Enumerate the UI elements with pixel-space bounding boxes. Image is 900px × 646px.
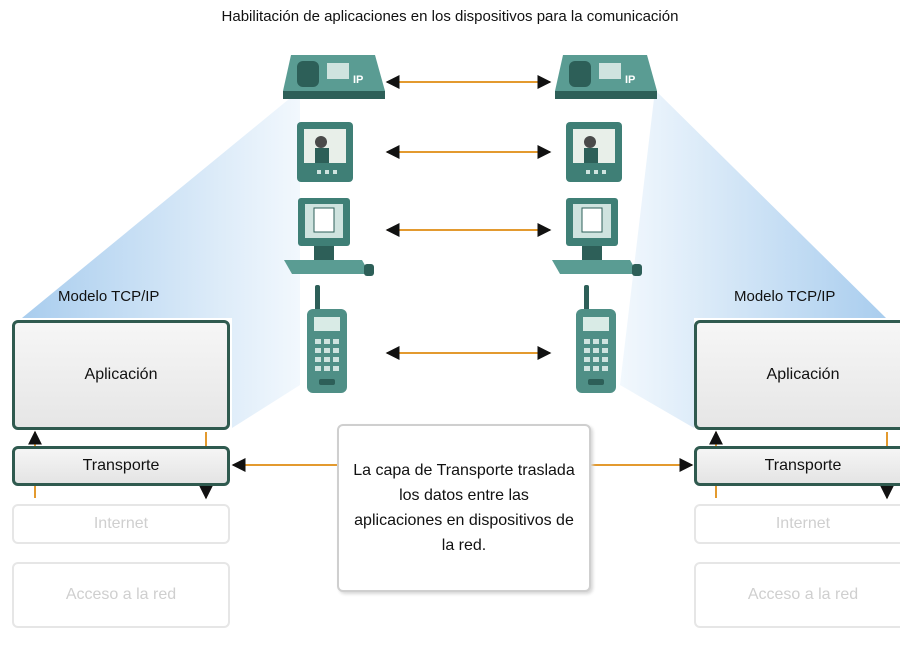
video-monitor-icon [297, 122, 353, 182]
mobile-phone-icon [576, 285, 616, 393]
left-access-layer: Acceso a la red [12, 562, 230, 628]
right-model-label: Modelo TCP/IP [734, 288, 836, 305]
right-application-layer: Aplicación [694, 320, 900, 430]
right-access-layer: Acceso a la red [694, 562, 900, 628]
svg-text:IP: IP [353, 74, 363, 86]
video-monitor-icon [566, 122, 622, 182]
left-model-label: Modelo TCP/IP [58, 288, 160, 305]
ip-phone-icon: IP [555, 55, 657, 99]
left-application-layer: Aplicación [12, 320, 230, 430]
mobile-phone-icon [307, 285, 347, 393]
diagram-title: Habilitación de aplicaciones en los disp… [221, 8, 679, 25]
right-transport-layer: Transporte [694, 446, 900, 486]
computer-icon [284, 198, 374, 276]
left-internet-layer: Internet [12, 504, 230, 544]
computer-icon [552, 198, 642, 276]
left-beam [22, 90, 300, 428]
right-internet-layer: Internet [694, 504, 900, 544]
ip-phone-icon: IP [283, 55, 385, 99]
svg-text:IP: IP [625, 74, 635, 86]
transport-callout: La capa de Transporte traslada los datos… [337, 424, 591, 592]
right-beam [620, 90, 886, 428]
left-transport-layer: Transporte [12, 446, 230, 486]
callout-text: La capa de Transporte traslada los datos… [353, 462, 575, 554]
